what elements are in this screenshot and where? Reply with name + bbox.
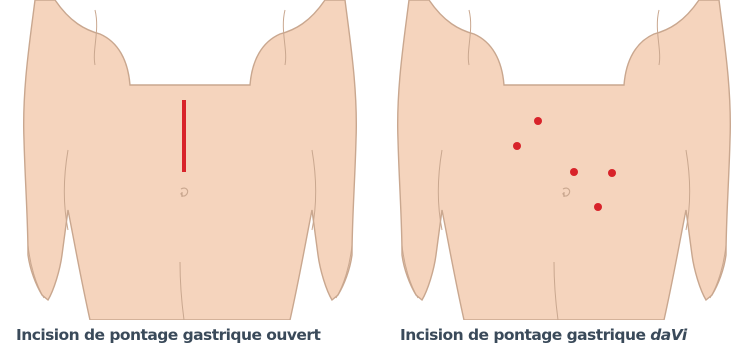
port-incision-dot (513, 142, 521, 150)
torso-body (24, 0, 357, 320)
open-incision-line (182, 100, 186, 172)
torso-illustration-open (0, 0, 369, 320)
open-bypass-caption: Incision de pontage gastrique ouvert (16, 322, 320, 348)
caption-italic: daVi (650, 326, 686, 344)
davinci-bypass-caption: Incision de pontage gastrique daVi (400, 322, 687, 348)
open-bypass-panel: Incision de pontage gastrique ouvert (0, 0, 369, 351)
port-incision-dot (570, 168, 578, 176)
davinci-bypass-panel: Incision de pontage gastrique daVi (369, 0, 738, 351)
torso-body (398, 0, 731, 320)
port-incision-dot (594, 203, 602, 211)
port-incision-dot (534, 117, 542, 125)
port-incision-dot (608, 169, 616, 177)
torso-illustration-davinci (369, 0, 738, 320)
caption-prefix: Incision de pontage gastrique (400, 326, 650, 344)
